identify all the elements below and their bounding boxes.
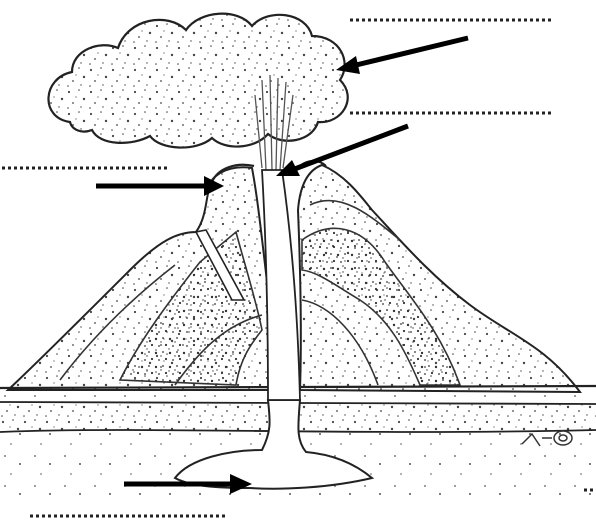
arrow-to-side-vent — [96, 176, 224, 196]
arrow-to-ash-cloud — [336, 38, 468, 74]
ash-cloud — [48, 14, 347, 148]
main-vent — [262, 170, 300, 400]
